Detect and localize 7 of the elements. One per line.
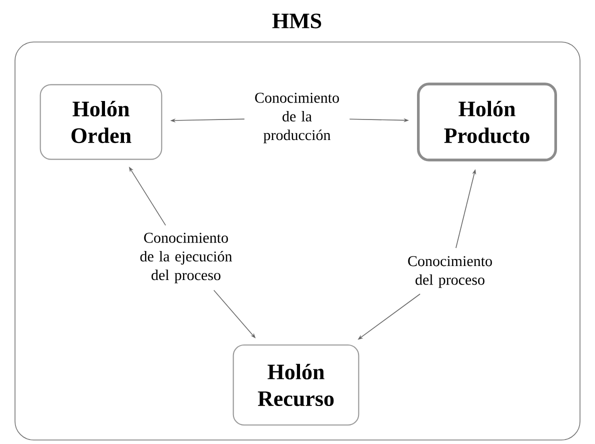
edge-label: Conocimiento de la producción	[250, 90, 344, 146]
holon-box: Holón Orden	[40, 84, 162, 160]
holon-box: Holón Recurso	[232, 344, 360, 426]
edge-label: Conocimiento del proceso	[399, 253, 501, 291]
edge-label: Conocimiento de la ejecución del proceso	[135, 230, 237, 286]
holon-box: Holón Producto	[417, 82, 557, 162]
node-label: HMS	[272, 14, 322, 28]
